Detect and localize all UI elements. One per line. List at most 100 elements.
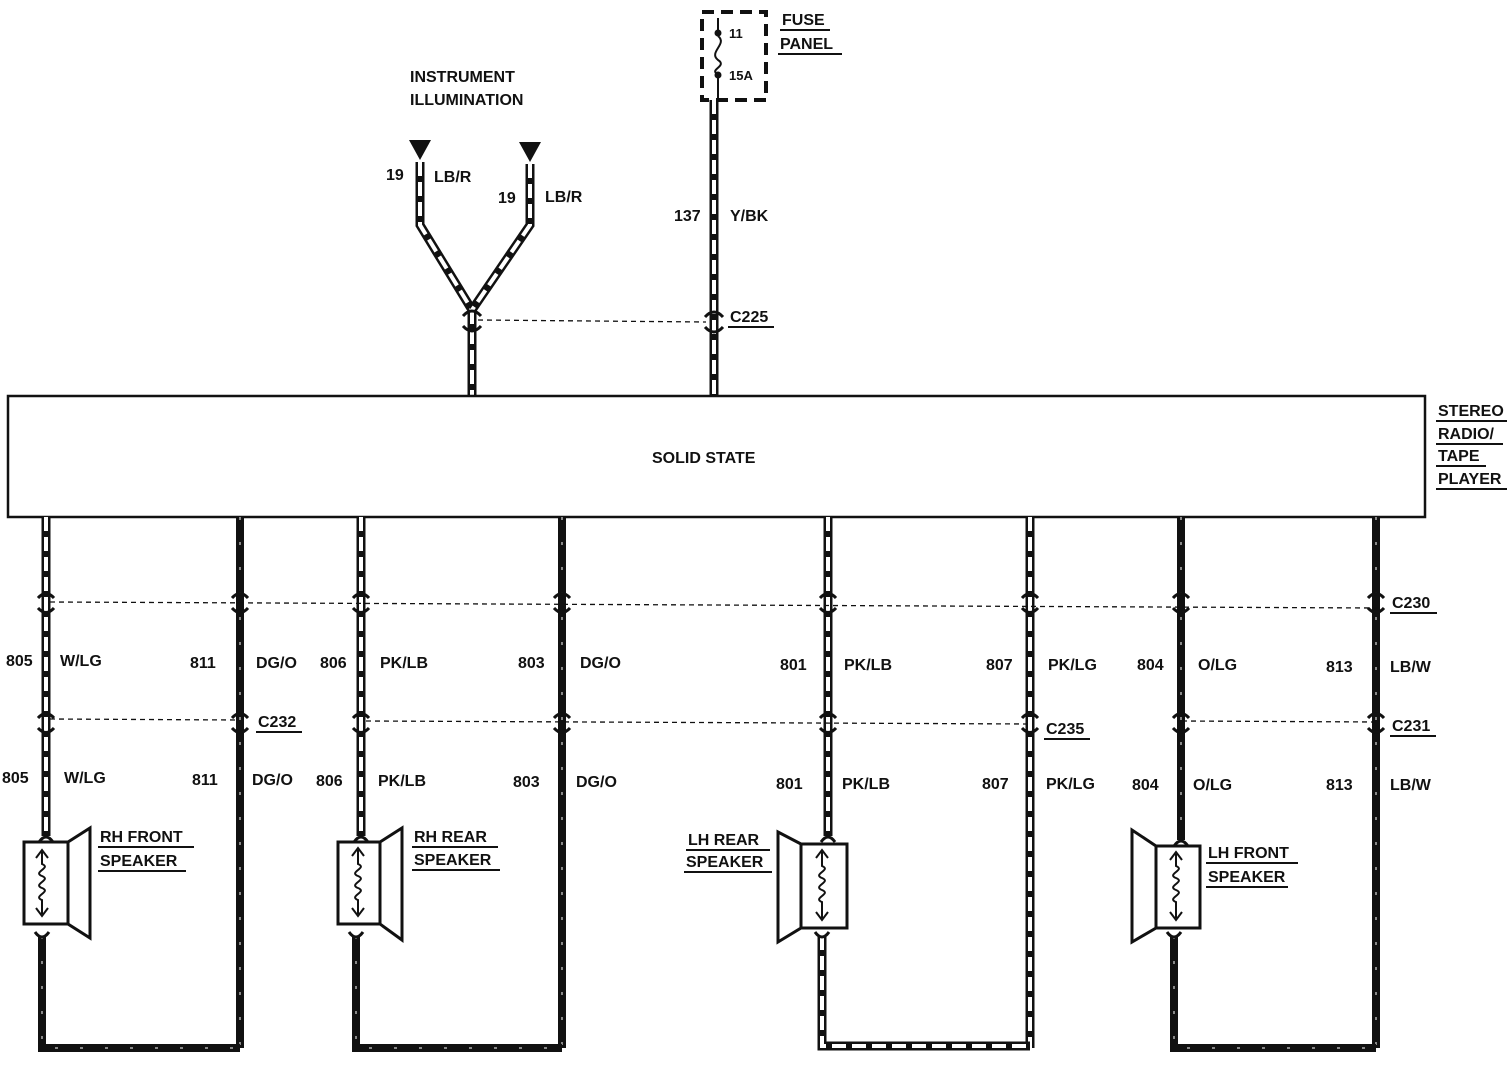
lh-rear-speaker-label-line2: SPEAKER: [686, 854, 764, 871]
w803-color-upper: DG/O: [580, 655, 621, 672]
lh-rear-speaker-coil: [818, 852, 826, 918]
c231-label: C231: [1392, 718, 1430, 735]
lh-front-speaker-magnet: [1154, 844, 1202, 930]
illumination-title-line1: INSTRUMENT: [410, 69, 515, 86]
rh-front-speaker: RH FRONT SPEAKER: [22, 825, 194, 941]
connector-c225: C225: [461, 309, 774, 334]
wire-811-connector-mark-2: [230, 712, 250, 734]
wire-labels-upper: 805 W/LG 811 DG/O 806 PK/LB 803 DG/O 801…: [6, 653, 1432, 676]
speaker-return-wire-3: [817, 936, 1030, 1051]
w813-circuit-upper: 813: [1326, 659, 1353, 676]
w805-circuit-lower: 805: [2, 770, 29, 787]
fuse-element: [714, 35, 722, 75]
wire-801-terminal: [819, 835, 837, 843]
w805-color-upper: W/LG: [60, 653, 102, 670]
w807-circuit-upper: 807: [986, 657, 1013, 674]
wire-806-connector-mark-1: [351, 592, 371, 614]
speaker-return-wire-4: [1170, 936, 1376, 1052]
w806-circuit-upper: 806: [320, 655, 347, 672]
illum-wire-right: [468, 164, 535, 313]
w804-circuit-upper: 804: [1137, 657, 1164, 674]
radio-name: STEREO RADIO/ TAPE PLAYER: [1436, 403, 1507, 490]
speaker-wires: [33, 517, 1386, 1052]
wire-807-connector-mark-2: [1020, 712, 1040, 734]
wire-801-connector-mark-2: [818, 712, 838, 734]
speaker-return-terminal-3: [813, 931, 831, 939]
lh-front-speaker-label-line1: LH FRONT: [1208, 845, 1289, 862]
speaker-return-wire-2: [352, 936, 562, 1052]
lh-front-speaker-cone: [1130, 827, 1158, 945]
w806-circuit-lower: 806: [316, 773, 343, 790]
lh-front-speaker: LH FRONT SPEAKER: [1130, 827, 1298, 945]
w804-circuit-lower: 804: [1132, 777, 1159, 794]
lh-rear-speaker-label-line1: LH REAR: [688, 832, 760, 849]
wire-813-connector-mark-2: [1366, 712, 1386, 734]
w807-circuit-lower: 807: [982, 776, 1009, 793]
w811-color-upper: DG/O: [256, 655, 297, 672]
wire-803-connector-mark-1: [552, 592, 572, 614]
w811-color-lower: DG/O: [252, 772, 293, 789]
w807-color-lower: PK/LG: [1046, 776, 1095, 793]
w801-circuit-lower: 801: [776, 776, 803, 793]
illumination-title-line2: ILLUMINATION: [410, 92, 523, 109]
wire-803-connector-mark-2: [552, 712, 572, 734]
w801-color-lower: PK/LB: [842, 776, 890, 793]
lh-rear-speaker: LH REAR SPEAKER: [684, 829, 849, 945]
wire-806-connector-mark-2: [351, 712, 371, 734]
rh-front-speaker-label-line2: SPEAKER: [100, 853, 178, 870]
fuse-panel-title-line1: FUSE: [782, 12, 825, 29]
w806-color-lower: PK/LB: [378, 773, 426, 790]
radio-name-line1: STEREO: [1438, 403, 1504, 420]
w803-color-lower: DG/O: [576, 774, 617, 791]
c230-label: C230: [1392, 595, 1430, 612]
radio-name-line2: RADIO/: [1438, 426, 1495, 443]
wire-805-connector-mark-2: [36, 712, 56, 734]
illum-right-circuit: 19: [498, 190, 516, 207]
lh-rear-speaker-cone: [776, 829, 803, 945]
rh-front-speaker-label-line1: RH FRONT: [100, 829, 183, 846]
speaker-return-wire-1: [38, 936, 240, 1052]
rh-rear-speaker: RH REAR SPEAKER: [336, 825, 500, 943]
rh-rear-speaker-label-line2: SPEAKER: [414, 852, 492, 869]
w806-color-upper: PK/LB: [380, 655, 428, 672]
rh-front-speaker-cone: [66, 825, 92, 941]
lh-front-speaker-label-line2: SPEAKER: [1208, 869, 1286, 886]
w811-circuit-upper: 811: [190, 655, 216, 672]
speaker-return-terminal-2: [347, 931, 365, 939]
power-color: Y/BK: [730, 208, 769, 225]
speaker-return-terminal-4: [1165, 931, 1183, 939]
rh-rear-speaker-cone: [378, 825, 404, 943]
c235-dashed-line: [365, 720, 1031, 725]
w803-circuit-upper: 803: [518, 655, 545, 672]
w805-color-lower: W/LG: [64, 770, 106, 787]
w804-color-upper: O/LG: [1198, 657, 1237, 674]
power-feed: 137 Y/BK: [674, 100, 769, 398]
lh-front-speaker-coil: [1172, 854, 1180, 918]
wire-807-connector-mark-1: [1020, 592, 1040, 614]
wire-813-connector-mark-1: [1366, 592, 1386, 614]
w803-circuit-lower: 803: [513, 774, 540, 791]
rh-front-speaker-coil: [38, 852, 46, 914]
c225-label: C225: [730, 309, 768, 326]
wire-801-connector-mark-1: [818, 592, 838, 614]
wire-804-connector-mark-2: [1171, 712, 1191, 734]
instrument-illumination: INSTRUMENT ILLUMINATION 19 LB/R 19 LB/R: [386, 69, 583, 398]
fuse-number: 11: [729, 26, 743, 41]
c235-label: C235: [1046, 721, 1084, 738]
stereo-radio: SOLID STATE STEREO RADIO/ TAPE PLAYER: [6, 394, 1507, 519]
w801-color-upper: PK/LB: [844, 657, 892, 674]
illum-left-circuit: 19: [386, 167, 404, 184]
illum-left-color: LB/R: [434, 169, 472, 186]
power-circuit: 137: [674, 208, 701, 225]
w801-circuit-upper: 801: [780, 657, 807, 674]
w813-color-upper: LB/W: [1390, 659, 1432, 676]
w805-circuit-upper: 805: [6, 653, 33, 670]
rh-rear-speaker-coil: [354, 850, 362, 914]
radio-name-line4: PLAYER: [1438, 471, 1502, 488]
radio-name-line3: TAPE: [1438, 448, 1480, 465]
wire-805-connector-mark-1: [36, 592, 56, 614]
w804-color-lower: O/LG: [1193, 777, 1232, 794]
radio-body-label: SOLID STATE: [652, 450, 756, 467]
w807-color-upper: PK/LG: [1048, 657, 1097, 674]
